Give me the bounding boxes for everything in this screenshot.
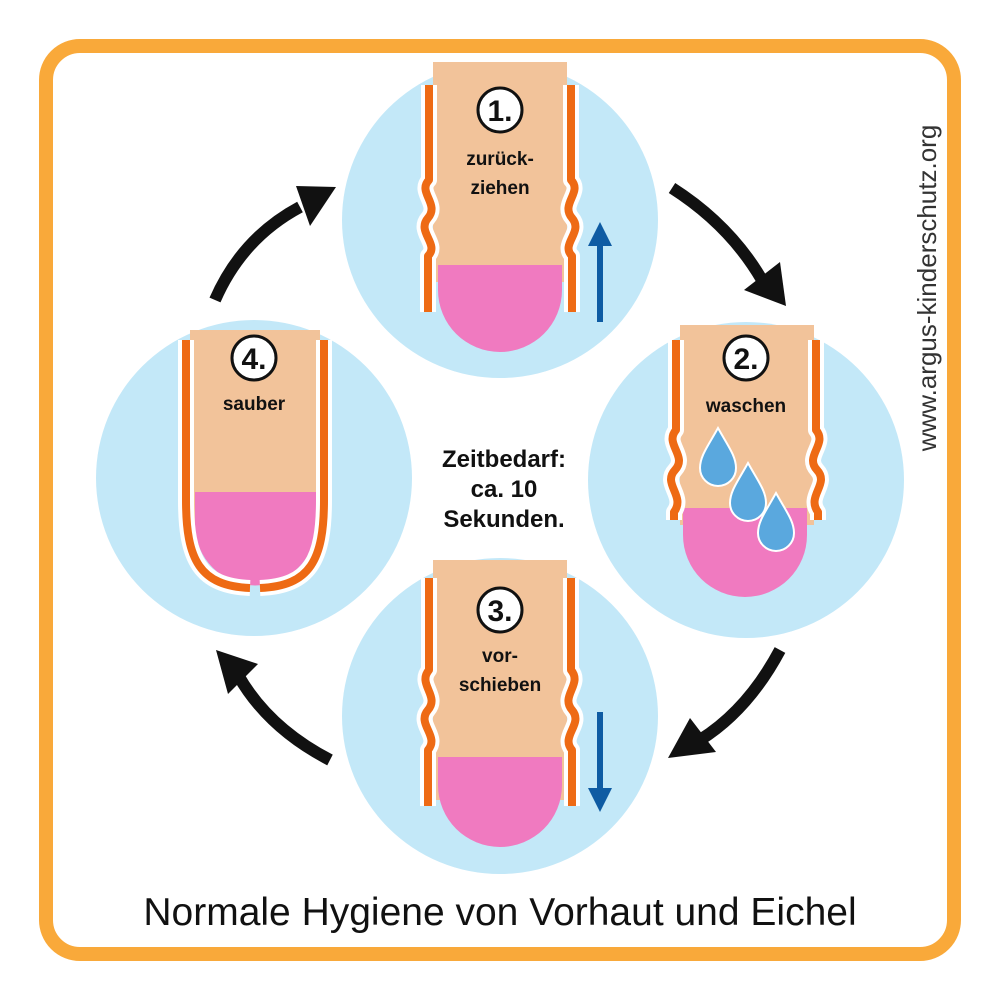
step-4-glans xyxy=(195,492,316,586)
arrow-3-to-4 xyxy=(232,672,333,766)
website-url: www.argus-kinderschutz.org xyxy=(912,125,942,453)
step-2-foreskin xyxy=(663,340,829,520)
step-2: 2. waschen xyxy=(588,322,904,638)
step-3-down-arrow xyxy=(588,712,612,812)
water-drop-icon xyxy=(728,460,768,522)
arrowhead-1-to-2 xyxy=(744,262,786,306)
step-4-number-badge xyxy=(230,334,278,382)
arrowhead-2-to-3 xyxy=(668,718,716,758)
step-1-glans xyxy=(438,265,562,352)
arrowhead-4-to-1 xyxy=(296,186,336,226)
arrow-2-to-3 xyxy=(696,647,786,746)
diagram-title: Normale Hygiene von Vorhaut und Eichel xyxy=(143,891,856,934)
step-1-up-arrow xyxy=(588,222,612,322)
water-drop-icon xyxy=(698,425,738,487)
time-note-line-1: Zeitbedarf: xyxy=(442,446,566,473)
step-2-number-badge xyxy=(722,334,770,382)
water-drop-icons xyxy=(698,425,796,552)
step-3-glans xyxy=(438,757,562,847)
step-3-label-line-1: vor- xyxy=(482,646,518,667)
step-4: 4. sauber xyxy=(96,320,412,636)
step-1-number-badge xyxy=(476,86,524,134)
arrow-1-to-2 xyxy=(668,182,768,284)
step-3-number: 3. xyxy=(487,595,512,628)
step-4-label-line-1: sauber xyxy=(223,394,286,415)
step-3-foreskin xyxy=(416,578,584,806)
step-1-label-line-1: zurück- xyxy=(466,149,534,170)
step-1-label-line-2: ziehen xyxy=(470,178,529,199)
step-4-number: 4. xyxy=(241,343,266,376)
water-drop-icon xyxy=(756,490,796,552)
time-note-line-2: ca. 10 xyxy=(471,476,538,503)
step-1-foreskin xyxy=(416,85,584,312)
time-requirement-note: Zeitbedarf: ca. 10 Sekunden. xyxy=(442,446,566,533)
step-3-number-badge xyxy=(476,586,524,634)
time-note-line-3: Sekunden. xyxy=(443,506,564,533)
cycle-arrowheads xyxy=(216,186,786,758)
arrow-4-to-1 xyxy=(209,201,303,303)
arrowhead-3-to-4 xyxy=(216,650,258,694)
step-3-label-line-2: schieben xyxy=(459,675,541,696)
step-3: 3. vor- schieben xyxy=(342,558,658,874)
step-2-number: 2. xyxy=(733,343,758,376)
step-2-label-line-1: waschen xyxy=(705,396,786,417)
cycle-arrows xyxy=(209,182,786,766)
step-1: 1. zurück- ziehen xyxy=(342,62,658,378)
step-1-number: 1. xyxy=(487,95,512,128)
step-4-foreskin xyxy=(178,340,332,596)
